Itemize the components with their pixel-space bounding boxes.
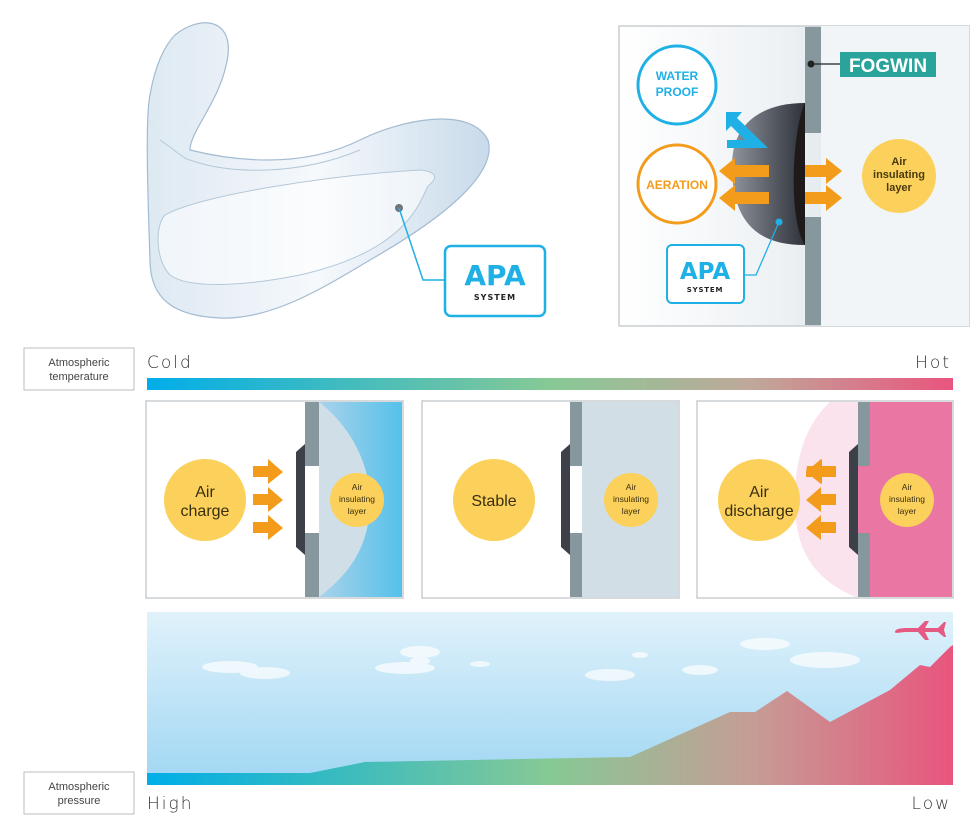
pin-seal — [561, 444, 570, 555]
state-panel-air-discharge: Air discharge Air insulating layer — [696, 400, 954, 599]
outflow-arrow-1b — [806, 459, 836, 484]
stable-circle — [453, 459, 535, 541]
pressure-label-line1: Atmospheric — [48, 781, 110, 793]
fogwin-text: FOGWIN — [849, 56, 927, 77]
aeration-arrow-left-1 — [719, 158, 769, 184]
fogwin-label — [840, 52, 936, 77]
outflow-arrow-3 — [806, 515, 836, 540]
apa-leader-line — [398, 207, 445, 281]
visor-inner-edge — [159, 139, 361, 171]
aeration-arrow-left-2 — [719, 185, 769, 211]
pinlock-lens-insert — [157, 169, 435, 285]
apa-system-text-small: SYSTEM — [687, 286, 723, 294]
clouds — [202, 638, 860, 681]
apa-system-badge-small: APA SYSTEM — [666, 244, 745, 304]
temperature-gradient-bar — [147, 378, 953, 390]
apa-pin-seal — [793, 103, 805, 245]
air-layer-text-line1: Air — [891, 156, 907, 168]
temperature-scale: Atmospheric temperature Cold Hot — [23, 347, 953, 391]
air-discharge-text-line1: Air — [749, 484, 769, 501]
air-charge-text-line2: charge — [181, 503, 230, 520]
air-charge-circle — [164, 459, 246, 541]
outflow-arrow-2 — [806, 487, 836, 512]
inflow-arrow-3 — [253, 515, 283, 540]
apa-system-text: SYSTEM — [474, 293, 516, 302]
apa-system-badge: APA SYSTEM — [443, 244, 547, 318]
air-layer-line3: layer — [348, 506, 367, 516]
apa-logo-text: APA — [464, 259, 526, 292]
air-layer-line1: Air — [902, 482, 913, 492]
air-charge-text-line1: Air — [195, 484, 215, 501]
air-discharge-text-line2: discharge — [724, 503, 793, 520]
high-label: High — [147, 794, 193, 814]
aeration-circle — [636, 143, 718, 225]
inflow-arrow-1 — [253, 459, 283, 484]
cold-label: Cold — [147, 353, 193, 373]
land-mountain-profile — [147, 645, 953, 785]
air-layer-line1: Air — [352, 482, 363, 492]
temperature-label-line1: Atmospheric — [48, 357, 110, 369]
shield-lower — [805, 217, 821, 325]
air-layer-line2: insulating — [613, 494, 649, 504]
air-layer-line3: layer — [898, 506, 917, 516]
water-deflect-arrow-icon — [726, 112, 768, 148]
apa-mechanism-detail: FOGWIN WATER PROOF AERATION Air insulati… — [618, 25, 970, 327]
air-insulating-layer-circle — [862, 139, 936, 213]
low-label: Low — [912, 794, 951, 814]
air-layer-circle — [330, 473, 384, 527]
state-panel-air-charge: Air charge Air insulating layer — [145, 400, 404, 599]
temperature-label-line2: temperature — [49, 371, 108, 383]
waterproof-text-line1: WATER — [656, 69, 699, 83]
air-layer-line1: Air — [626, 482, 637, 492]
aeration-arrow-right-1 — [805, 158, 842, 184]
hot-label: Hot — [915, 353, 951, 373]
air-discharge-circle — [718, 459, 800, 541]
air-layer-circle — [604, 473, 658, 527]
pressure-label-box — [23, 771, 135, 815]
aeration-text: AERATION — [646, 178, 708, 192]
air-layer-line2: insulating — [889, 494, 925, 504]
pin-seal — [849, 444, 858, 555]
air-layer-line2: insulating — [339, 494, 375, 504]
temperature-label-box — [23, 347, 135, 391]
airplane-icon — [895, 621, 946, 640]
air-layer-text-line3: layer — [886, 182, 912, 194]
state-panel-stable: Stable Air insulating layer — [421, 400, 680, 599]
waterproof-text-line2: PROOF — [656, 85, 699, 99]
aeration-arrow-right-2 — [805, 185, 842, 211]
air-layer-line3: layer — [622, 506, 641, 516]
waterproof-circle — [636, 44, 718, 126]
shield-upper — [805, 27, 821, 133]
pressure-altitude-scene: Atmospheric pressure High Low — [23, 612, 953, 815]
inflow-arrow-2 — [253, 487, 283, 512]
apa-logo-text-small: APA — [680, 259, 731, 285]
pressure-label-line2: pressure — [58, 795, 101, 807]
air-layer-text-line2: insulating — [873, 169, 925, 181]
pin-seal — [296, 444, 305, 555]
air-layer-circle — [880, 473, 934, 527]
pinlock-visor-illustration: APA SYSTEM — [146, 22, 547, 319]
stable-text: Stable — [471, 493, 516, 510]
